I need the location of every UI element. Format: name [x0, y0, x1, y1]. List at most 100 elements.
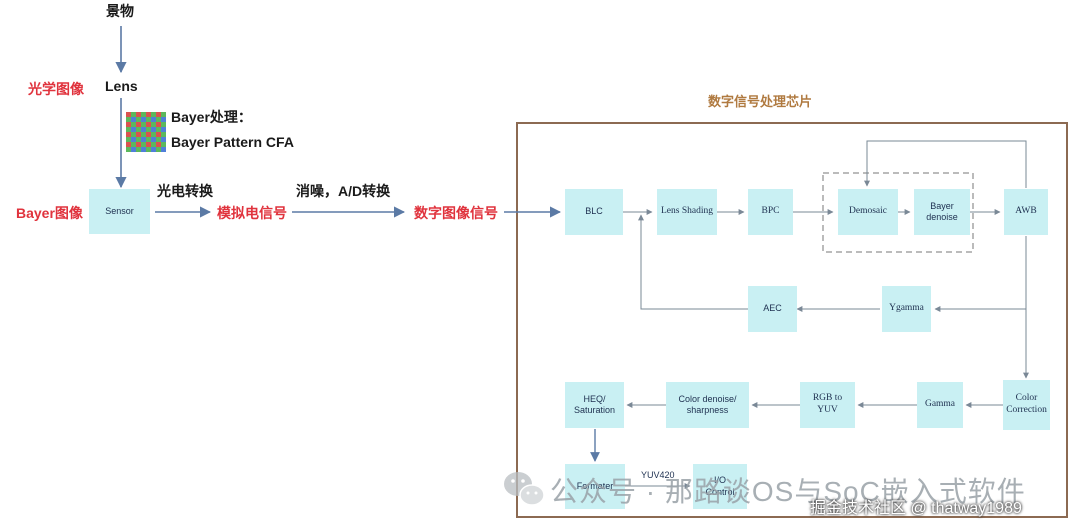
cfa-cell [126, 122, 131, 127]
cfa-cell [141, 117, 146, 122]
cfa-cell [126, 112, 131, 117]
cfa-cell [141, 132, 146, 137]
scene-label: 景物 [106, 3, 134, 19]
color-correction-block: Color Correction [1003, 380, 1050, 430]
photoelectric-label: 光电转换 [157, 183, 213, 199]
denoise-ad-label: 消噪，A/D转换 [296, 183, 391, 199]
optical-image-label: 光学图像 [28, 81, 84, 97]
cfa-cell [161, 147, 166, 152]
blc-block: BLC [565, 189, 623, 235]
arrow-aec-to-lens-shading [638, 214, 748, 310]
lens-shading-block: Lens Shading [657, 189, 717, 235]
arrow-awb-feedback-to-demosaic [864, 140, 1027, 188]
cfa-cell [151, 147, 156, 152]
yuv420-label: YUV420 [641, 470, 675, 480]
cfa-cell [161, 122, 166, 127]
cfa-cell [131, 137, 136, 142]
chip-title: 数字信号处理芯片 [708, 94, 813, 109]
demosaic-block: Demosaic [838, 189, 898, 235]
cfa-cell [156, 122, 161, 127]
cfa-cell [131, 122, 136, 127]
cfa-cell [136, 117, 141, 122]
cfa-cell [146, 137, 151, 142]
lens-label: Lens [105, 78, 138, 94]
rgb-to-yuv-block: RGB to YUV [800, 382, 855, 428]
cfa-cell [131, 112, 136, 117]
cfa-cell [141, 142, 146, 147]
cfa-cell [136, 142, 141, 147]
demosaic-group-frame [822, 172, 974, 253]
cfa-cell [146, 142, 151, 147]
cfa-cell [126, 117, 131, 122]
cfa-cell [136, 112, 141, 117]
cfa-cell [136, 147, 141, 152]
sensor-block: Sensor [89, 189, 150, 234]
cfa-cell [141, 147, 146, 152]
gamma-block: Gamma [917, 382, 963, 428]
cfa-cell [146, 117, 151, 122]
bayer-pattern-label: Bayer Pattern CFA [171, 134, 294, 150]
cfa-cell [146, 112, 151, 117]
cfa-cell [156, 147, 161, 152]
cfa-cell [131, 127, 136, 132]
cfa-cell [151, 117, 156, 122]
formater-block: Formater [565, 464, 625, 509]
analog-signal-label: 模拟电信号 [217, 205, 287, 221]
digital-signal-label: 数字图像信号 [414, 205, 498, 221]
bayer-image-label: Bayer图像 [16, 205, 83, 221]
cfa-cell [126, 137, 131, 142]
cfa-cell [136, 122, 141, 127]
wechat-watermark-text: 公众号 · 那路谈OS与SoC嵌入式软件 [550, 476, 1026, 507]
awb-block: AWB [1004, 189, 1048, 235]
bayer-processing-label: Bayer处理： [171, 109, 252, 125]
cfa-cell [136, 137, 141, 142]
cfa-cell [161, 137, 166, 142]
cfa-cell [161, 142, 166, 147]
cfa-cell [156, 112, 161, 117]
cfa-cell [161, 117, 166, 122]
cfa-cell [141, 137, 146, 142]
cfa-cell [151, 142, 156, 147]
cfa-cell [126, 142, 131, 147]
color-denoise-block: Color denoise/ sharpness [666, 382, 749, 428]
bayer-denoise-block: Bayer denoise [914, 189, 970, 235]
cfa-cell [146, 127, 151, 132]
chip-frame [516, 122, 1068, 518]
cfa-cell [156, 132, 161, 137]
bpc-block: BPC [748, 189, 793, 235]
cfa-cell [151, 127, 156, 132]
cfa-cell [141, 122, 146, 127]
cfa-cell [151, 122, 156, 127]
cfa-cell [161, 112, 166, 117]
cfa-cell [156, 137, 161, 142]
ygamma-block: Ygamma [882, 286, 931, 332]
cfa-cell [151, 137, 156, 142]
cfa-cell [156, 127, 161, 132]
cfa-cell [141, 127, 146, 132]
cfa-cell [146, 147, 151, 152]
wechat-logo-icon [504, 472, 545, 506]
cfa-cell [156, 117, 161, 122]
cfa-cell [131, 147, 136, 152]
cfa-cell [131, 117, 136, 122]
cfa-cell [126, 127, 131, 132]
cfa-cell [146, 132, 151, 137]
cfa-cell [156, 142, 161, 147]
cfa-cell [146, 122, 151, 127]
cfa-cell [136, 127, 141, 132]
io-control-block: I/O Control [693, 464, 747, 509]
cfa-cell [131, 132, 136, 137]
cfa-cell [151, 132, 156, 137]
cfa-cell [161, 127, 166, 132]
cfa-cell [126, 147, 131, 152]
aec-block: AEC [748, 286, 797, 332]
cfa-cell [136, 132, 141, 137]
heq-saturation-block: HEQ/ Saturation [565, 382, 624, 428]
cfa-cell [126, 132, 131, 137]
cfa-cell [141, 112, 146, 117]
arrow-awb-to-ygamma [934, 236, 1027, 312]
site-watermark-text: 掘金技术社区 @ thatway1989 [810, 500, 1022, 517]
cfa-cell [151, 112, 156, 117]
